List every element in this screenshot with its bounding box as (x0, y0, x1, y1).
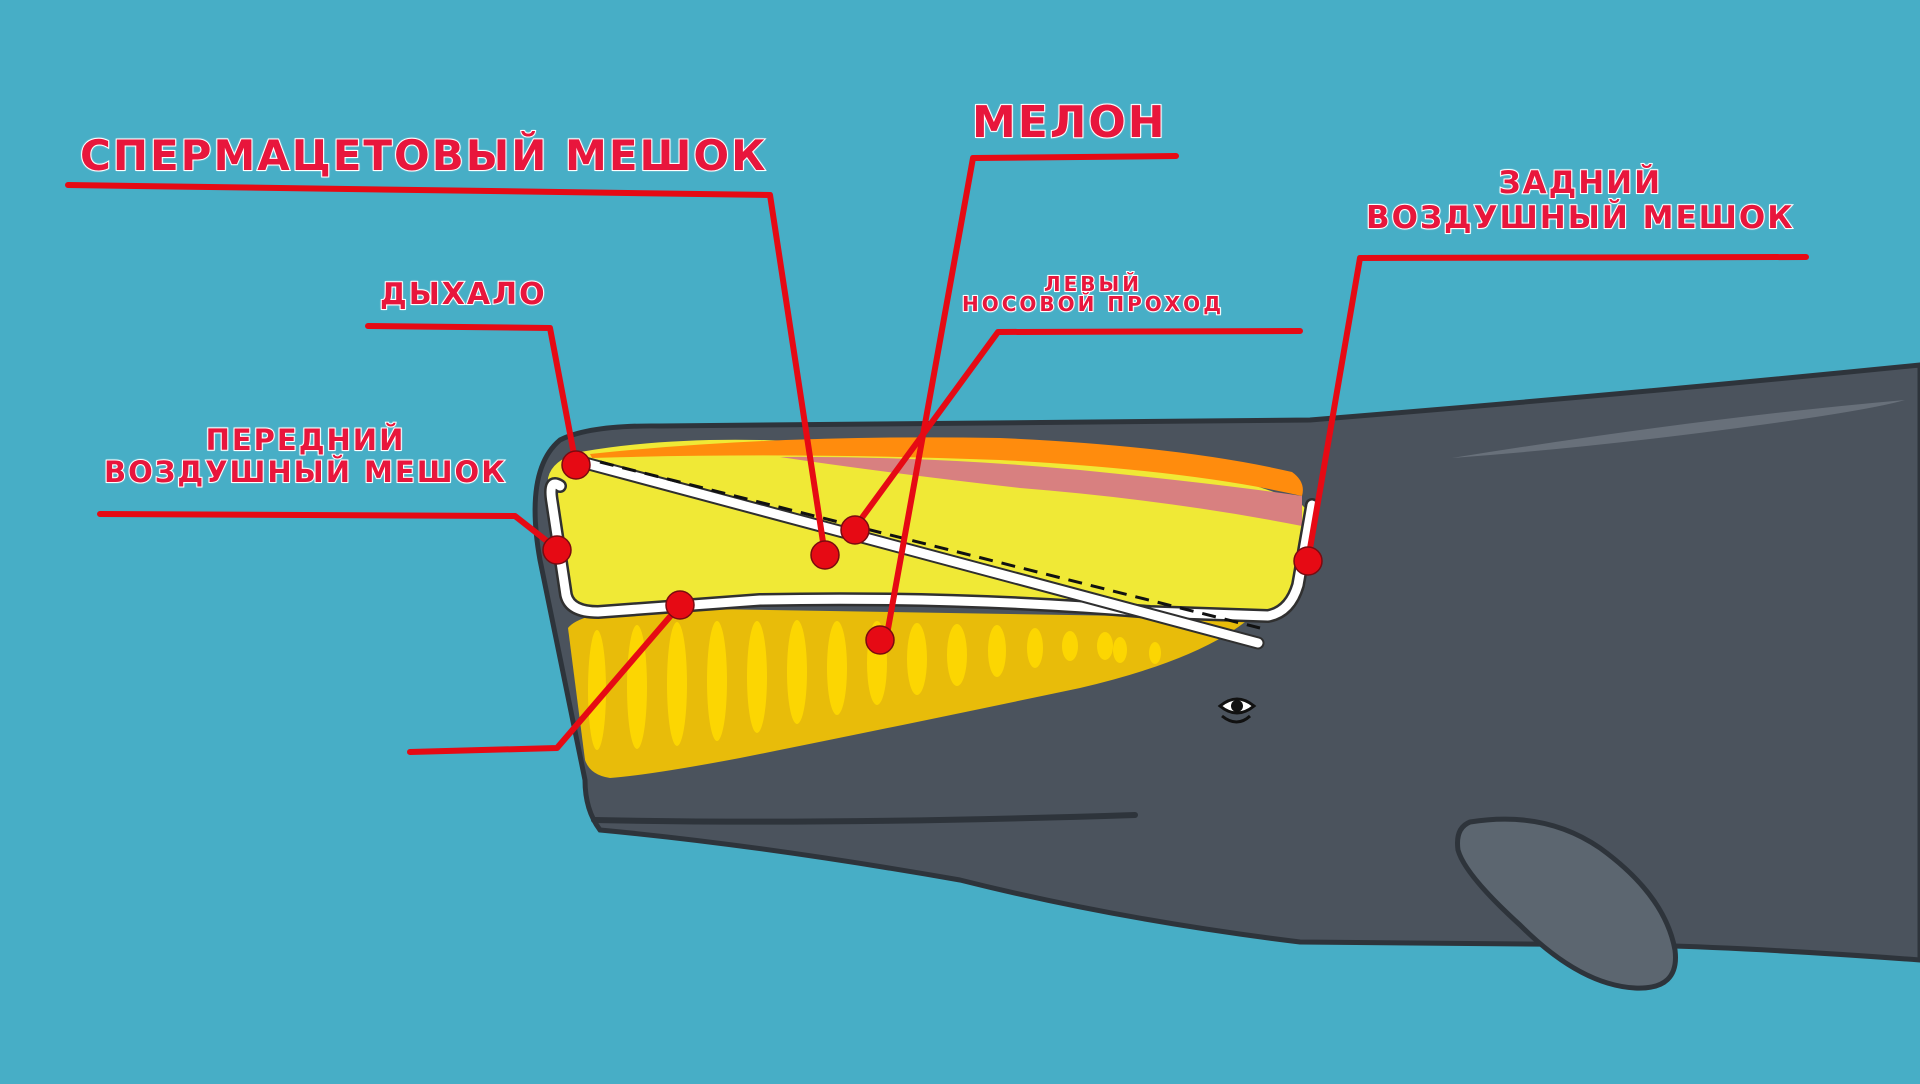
label-front-air-sac-line1: ПЕРЕДНИЙ (205, 423, 406, 458)
blubber-pink (780, 456, 1302, 526)
label-left-nasal-passage-line2: НОСОВОЙ ПРОХОД (961, 292, 1224, 316)
label-rear-air-sac-line1: ЗАДНИЙ (1498, 165, 1663, 201)
leader-line-melon (883, 153, 1179, 643)
dot-spermaceti (810, 540, 840, 570)
leader-line-blowhole (365, 323, 579, 468)
dot-blowhole (561, 450, 591, 480)
label-left-nasal-passage: ЛЕВЫЙ НОСОВОЙ ПРОХОД (961, 272, 1224, 316)
label-spermaceti-sac: СПЕРМАЦЕТОВЫЙ МЕШОК (79, 131, 768, 180)
leader-line-rear-air-sac (1305, 254, 1809, 563)
label-blowhole: ДЫХАЛО (379, 277, 547, 312)
marker-dots (542, 450, 1323, 655)
dot-rear-air-sac (1293, 546, 1323, 576)
jaw-line (591, 812, 1138, 825)
flipper (1455, 816, 1678, 991)
label-left-nasal-passage-line1: ЛЕВЫЙ (1043, 272, 1142, 296)
melon (568, 608, 1250, 778)
label-rear-air-sac-line2: ВОЗДУШНЫЙ МЕШОК (1365, 199, 1795, 236)
dot-front-air-sac (542, 535, 572, 565)
label-front-air-sac-line2: ВОЗДУШНЫЙ МЕШОК (103, 455, 507, 490)
label-blowhole-text: ДЫХАЛО (379, 277, 547, 312)
leader-line-front-air-sac (97, 511, 560, 552)
leader-lines (65, 153, 1809, 755)
nasal-passage-fill (580, 458, 1263, 648)
blubber-orange (590, 437, 1303, 496)
dot-melon (865, 625, 895, 655)
label-melon: МЕЛОН (971, 97, 1167, 149)
melon-stripes (588, 620, 1161, 750)
dot-junction (665, 590, 695, 620)
back-highlight (1452, 400, 1905, 458)
label-spermaceti-sac-text: СПЕРМАЦЕТОВЫЙ МЕШОК (79, 131, 768, 180)
label-rear-air-sac: ЗАДНИЙ ВОЗДУШНЫЙ МЕШОК (1365, 165, 1795, 236)
label-melon-text: МЕЛОН (971, 97, 1167, 149)
leader-line-spermaceti (65, 182, 828, 558)
label-front-air-sac: ПЕРЕДНИЙ ВОЗДУШНЫЙ МЕШОК (103, 423, 507, 490)
leader-line-melon-junction (407, 602, 683, 755)
leader-line-nasal (850, 328, 1303, 533)
dot-nasal (840, 515, 870, 545)
whale-eye-icon (1217, 697, 1257, 724)
air-sac-fill (546, 479, 1317, 621)
